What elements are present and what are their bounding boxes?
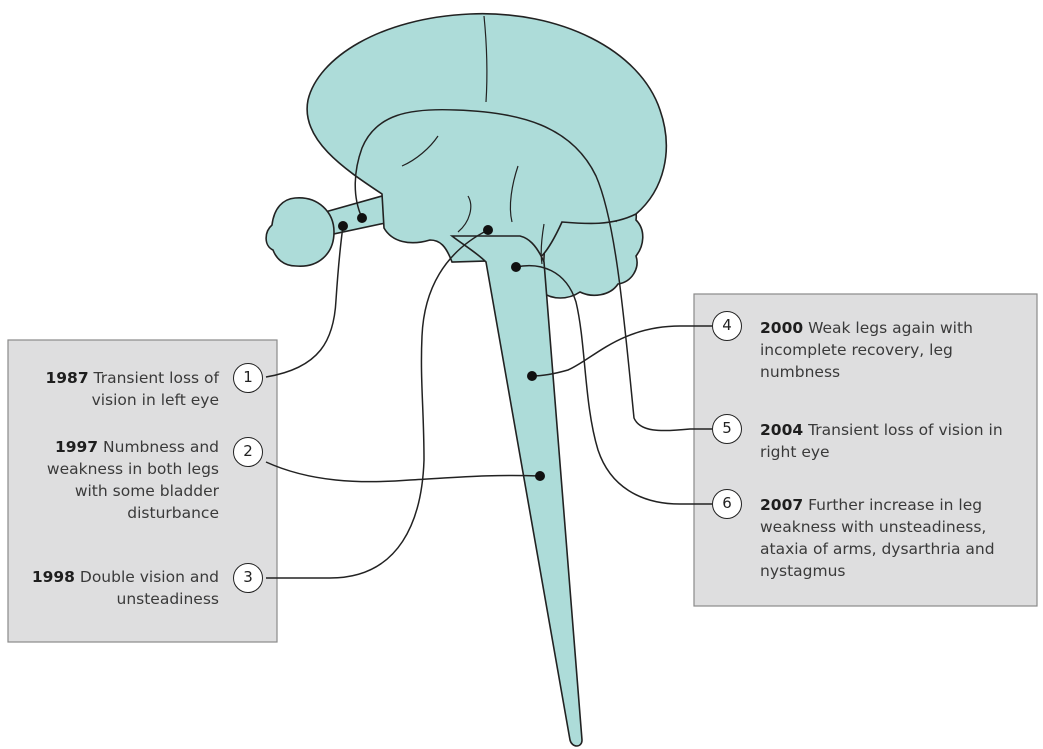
event-note-5: 2004 Transient loss of vision in right e…	[760, 419, 1032, 463]
leader-line-2	[266, 462, 540, 482]
event-text-1: Transient loss of vision in left eye	[92, 369, 219, 409]
event-note-2: 1997 Numbness and weakness in both legs …	[14, 436, 219, 524]
event-text-3: Double vision and unsteadiness	[80, 568, 219, 608]
event-note-6: 2007 Further increase in leg weakness wi…	[760, 494, 1032, 582]
leader-line-4	[532, 326, 712, 376]
lesion-dot-6	[511, 262, 521, 272]
leader-line-3	[266, 230, 488, 578]
marker-3: 3	[233, 563, 263, 593]
event-year-3: 1998	[32, 568, 75, 586]
event-note-4: 2000 Weak legs again with incomplete rec…	[760, 317, 1032, 383]
event-year-2: 1997	[55, 438, 98, 456]
event-note-1: 1987 Transient loss of vision in left ey…	[14, 367, 219, 411]
marker-2: 2	[233, 437, 263, 467]
event-year-5: 2004	[760, 421, 803, 439]
spinal-cord	[452, 236, 582, 746]
marker-4: 4	[712, 311, 742, 341]
marker-6: 6	[712, 489, 742, 519]
lesion-dot-3	[483, 225, 493, 235]
event-year-6: 2007	[760, 496, 803, 514]
lesion-dot-5	[357, 213, 367, 223]
event-note-3: 1998 Double vision and unsteadiness	[14, 566, 219, 610]
eye	[266, 198, 334, 266]
marker-1: 1	[233, 363, 263, 393]
lesion-dot-1	[338, 221, 348, 231]
event-year-4: 2000	[760, 319, 803, 337]
marker-5: 5	[712, 414, 742, 444]
event-year-1: 1987	[45, 369, 88, 387]
lesion-dot-2	[535, 471, 545, 481]
lesion-dot-4	[527, 371, 537, 381]
